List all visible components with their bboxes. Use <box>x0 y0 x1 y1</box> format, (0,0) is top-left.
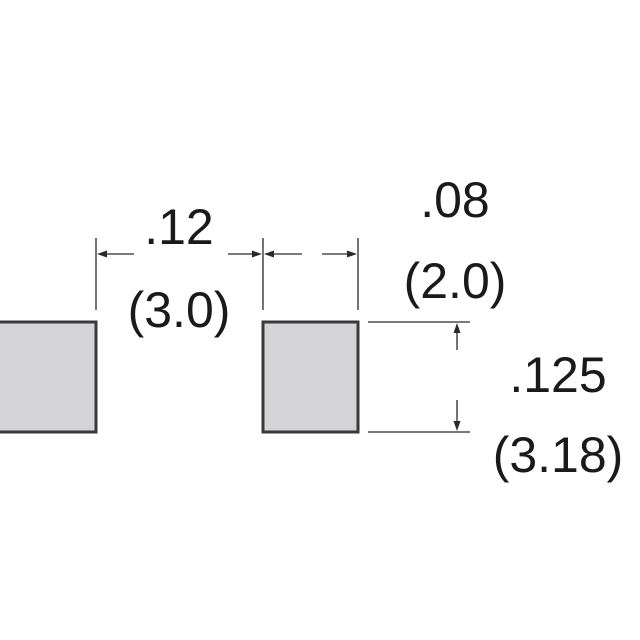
pad-height-mm-label: (3.18) <box>493 427 624 483</box>
arrowhead-left <box>264 250 274 258</box>
pad-width-mm-label: (2.0) <box>404 253 507 309</box>
left-pad <box>0 320 98 434</box>
pad-width-inch-label: .08 <box>420 172 490 228</box>
pad-spacing-inch-label: .12 <box>144 199 214 255</box>
pad-height-inch-label: .125 <box>509 347 606 403</box>
arrowhead-up <box>453 323 461 333</box>
dimension-pad-spacing: .12 (3.0) <box>97 199 262 338</box>
arrowhead-right <box>347 250 357 258</box>
pad-spacing-mm-label: (3.0) <box>128 282 231 338</box>
arrowhead-left <box>97 250 107 258</box>
dimension-pad-height: .125 (3.18) <box>453 323 624 483</box>
arrowhead-down <box>453 421 461 431</box>
arrowhead-right <box>252 250 262 258</box>
right-pad <box>261 320 360 434</box>
dimension-pad-width: .08 (2.0) <box>264 172 506 309</box>
